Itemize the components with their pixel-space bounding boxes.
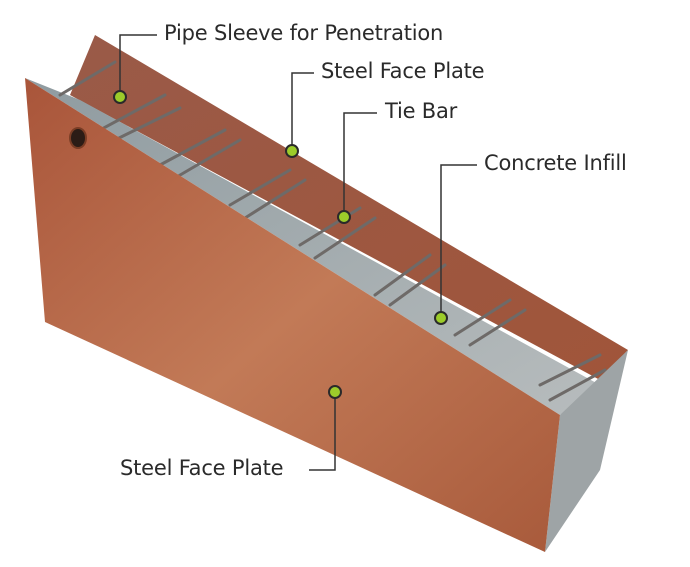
tie-bar	[388, 263, 447, 307]
tie-bar	[373, 253, 432, 297]
marker-tie-bar	[337, 210, 351, 224]
tie-bar	[243, 178, 307, 220]
tie-bars	[58, 60, 607, 402]
tie-bar	[158, 128, 227, 167]
leader-line-steel-face-plate-bottom	[309, 392, 336, 471]
end-face	[545, 350, 628, 552]
leader-line-tie-bar	[343, 112, 377, 217]
tie-bar	[538, 353, 602, 387]
marker-steel-face-plate-bottom	[328, 385, 342, 399]
leader-line-pipe-sleeve	[119, 34, 157, 97]
label-tie-bar: Tie Bar	[385, 99, 458, 123]
front-steel-plate	[25, 78, 560, 552]
tie-bar	[468, 308, 527, 347]
back-steel-plate	[70, 35, 628, 380]
leader-lines	[119, 34, 477, 471]
tie-bar	[453, 298, 512, 337]
marker-pipe-sleeve	[113, 90, 127, 104]
concrete-infill	[25, 78, 600, 415]
tie-bar	[228, 168, 292, 207]
pipe-sleeve-hole	[69, 127, 87, 149]
tie-bar	[98, 93, 167, 132]
marker-concrete-infill	[434, 311, 448, 325]
tie-bar	[58, 60, 117, 97]
label-steel-face-plate-bottom: Steel Face Plate	[120, 456, 284, 480]
tie-bar	[173, 138, 242, 180]
tie-bar	[548, 368, 607, 402]
callout-markers	[113, 90, 448, 399]
tie-bar	[113, 106, 182, 142]
leader-line-concrete-infill	[440, 164, 477, 318]
tie-bar	[313, 216, 377, 260]
marker-steel-face-plate-top	[285, 144, 299, 158]
label-pipe-sleeve: Pipe Sleeve for Penetration	[164, 21, 444, 45]
label-steel-face-plate-top: Steel Face Plate	[321, 59, 485, 83]
label-concrete-infill: Concrete Infill	[484, 151, 627, 175]
leader-line-steel-face-plate-top	[291, 72, 314, 151]
